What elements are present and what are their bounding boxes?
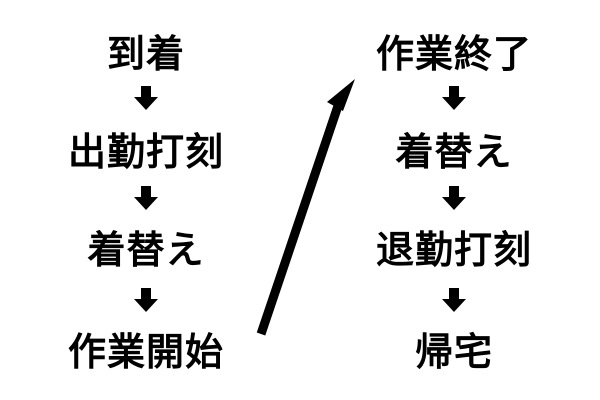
step-work-start: 作業開始 [67, 330, 225, 374]
down-arrow-icon [134, 288, 158, 312]
step-arrival: 到着 [106, 32, 186, 76]
down-arrow-icon [442, 86, 466, 110]
down-arrow-icon [134, 186, 158, 210]
step-go-home: 帰宅 [414, 330, 494, 374]
down-arrow-icon [442, 288, 466, 312]
step-change-clothes-2: 着替え [395, 130, 513, 174]
down-arrow-icon [442, 186, 466, 210]
step-change-clothes-1: 着替え [87, 228, 205, 272]
step-clock-in: 出勤打刻 [67, 130, 225, 174]
step-clock-out: 退勤打刻 [375, 228, 533, 272]
down-arrow-icon [134, 86, 158, 110]
step-work-end: 作業終了 [375, 32, 533, 76]
